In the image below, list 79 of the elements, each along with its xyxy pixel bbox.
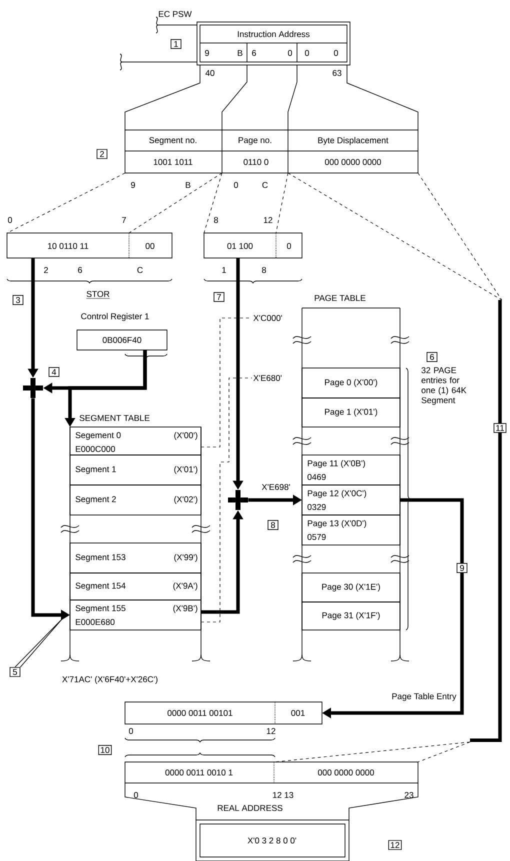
hex-digit: 1: [222, 267, 226, 273]
address-field-box: Segment no. Page no. Byte Displacement 1001 1011 0110 0 000 0000 0000: [124, 130, 418, 174]
table-row: Segment 155 (X'9B') E000E680: [70, 600, 202, 630]
hex-digit: 0: [234, 182, 238, 188]
node-label: 23: [404, 792, 414, 798]
table-row: Page 13 (X'0D') 0579: [302, 514, 400, 546]
register-name: EC PSW: [158, 11, 192, 17]
bit-number: 8: [214, 217, 218, 223]
thick-bar: [470, 300, 502, 742]
dashed-line: [288, 172, 502, 300]
section-title: STOR: [86, 291, 110, 299]
dashed-line: [6, 172, 126, 234]
address-label: X'E680': [253, 375, 282, 381]
table-row: Segment 1 (X'01'): [70, 454, 202, 486]
node-label: Control Register 1: [81, 313, 149, 321]
table-row: Page 31 (X'1F'): [302, 602, 400, 630]
register-box: Control Register 1 0B006F40: [76, 313, 168, 350]
node-label: 12: [266, 728, 276, 734]
table-row: Segment 154 (X'9A'): [70, 572, 202, 600]
register-box: 0000 0011 0010 1 000 0000 0000 0 12 13 23: [124, 762, 418, 798]
callout-number: 4: [48, 367, 60, 377]
bit-number: 0: [8, 217, 12, 223]
callout-number: 6: [426, 352, 438, 362]
table-row: Segement 0 (X'00') E000C000: [70, 426, 202, 456]
hex-digit: C: [262, 182, 268, 188]
note: X'71AC' (X'6F40'+X'26C'): [62, 676, 158, 684]
callout-number: 12: [388, 840, 402, 850]
table-row: Page 11 (X'0B') 0469: [302, 454, 400, 486]
callout-number: 11: [494, 423, 506, 433]
callout-number: 8: [268, 520, 278, 530]
dashed-line: [418, 172, 502, 300]
table-row: Page 1 (X'01'): [302, 398, 400, 428]
register-box: 10 0110 11 00: [6, 232, 172, 258]
edge-label: X'E698': [260, 483, 292, 492]
edge-label: Page Table Entry: [390, 692, 458, 702]
callout-number: 3: [12, 295, 24, 305]
dashed-line: [200, 378, 252, 622]
connector-line: [348, 782, 418, 820]
table-row: Segment 153 (X'99'): [70, 542, 202, 574]
connector-line: [346, 64, 418, 130]
node-label: 40: [205, 70, 214, 76]
leader-line: [14, 618, 64, 668]
dashed-line: [274, 742, 470, 762]
node-label: 0: [128, 728, 134, 734]
callout-number: 1: [170, 39, 182, 49]
dashed-line: [276, 172, 288, 234]
table-row: Segment 2 (X'02'): [70, 484, 202, 516]
callout-number: 2: [96, 149, 108, 159]
connector-line: [288, 64, 298, 130]
register-box: Instruction Address 9 B 6 0 0 0 40 63: [196, 22, 350, 76]
hex-digit: 2: [44, 267, 48, 273]
address-label: X'C000': [253, 315, 282, 321]
node-label: REAL ADDRESS: [218, 805, 282, 812]
hex-digit: 9: [131, 182, 135, 188]
hex-digit: 6: [78, 267, 82, 273]
hex-digit: B: [186, 182, 190, 188]
dashed-line: [128, 172, 222, 234]
node-label: 0: [134, 792, 138, 798]
callout-number: 7: [214, 292, 224, 302]
register-box: 01 100 0: [204, 232, 302, 258]
dashed-line: [204, 172, 222, 234]
connector-line: [124, 782, 196, 820]
register-box: REAL ADDRESS X'0 3 2 8 0 0': [196, 805, 350, 861]
callout-number: 5: [10, 667, 20, 677]
connector-line: [222, 64, 248, 130]
callout-number: 10: [98, 745, 112, 755]
node-label: 63: [332, 70, 342, 76]
node-label: 12 13: [273, 792, 294, 798]
bit-number: 12: [264, 217, 272, 223]
register-box: 0000 0011 00101 001 0 12: [124, 702, 322, 734]
table-row: Page 12 (X'0C') 0329: [302, 484, 400, 516]
callout-number: 9: [456, 563, 468, 573]
hex-digit: C: [137, 267, 143, 273]
bit-number: 7: [122, 217, 126, 223]
connector-line: [124, 64, 200, 130]
dashed-line: [418, 742, 470, 762]
table-row: Page 30 (X'1E'): [302, 572, 400, 602]
table-row: Page 0 (X'00'): [302, 368, 400, 398]
hex-digit: 8: [262, 267, 266, 273]
